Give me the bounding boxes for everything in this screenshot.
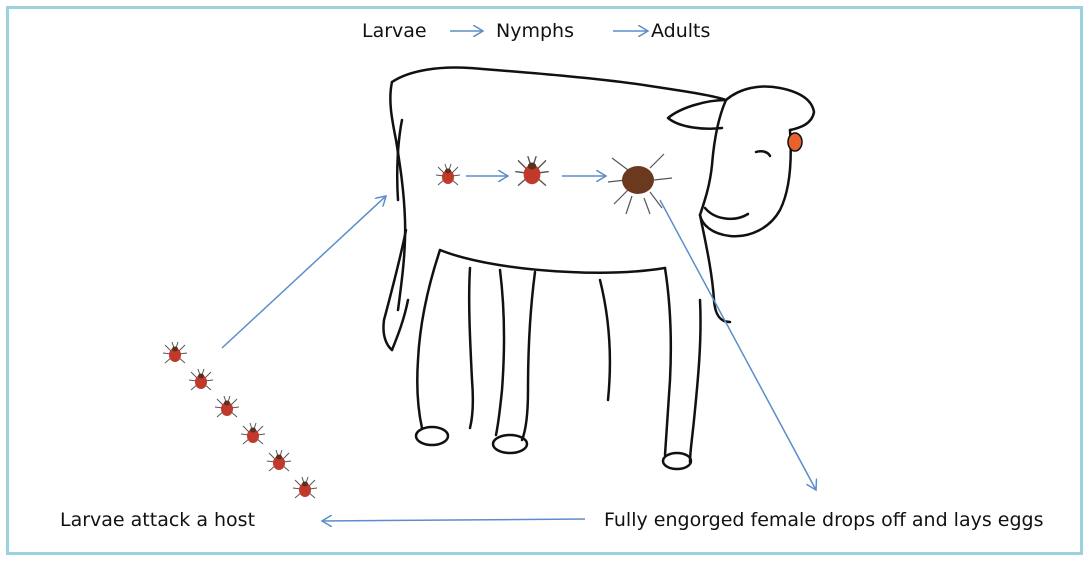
cow-icon: [383, 68, 814, 469]
tick-larva-icon: [436, 164, 460, 185]
stage-label-larvae: Larvae: [362, 22, 427, 41]
host-attack-caption: Larvae attack a host: [60, 511, 255, 530]
ground-larvae-group: [163, 342, 317, 498]
tick-larva-icon: [189, 369, 213, 390]
tick-larva-icon: [215, 396, 239, 417]
ear-tag-icon: [788, 133, 802, 151]
drop-off-caption: Fully engorged female drops off and lays…: [604, 511, 1044, 530]
stage-label-adults: Adults: [651, 22, 710, 41]
drop-off-arrow: [660, 200, 816, 490]
tick-larva-icon: [293, 477, 317, 498]
tick-larva-icon: [241, 423, 265, 444]
tick-larva-icon: [163, 342, 187, 363]
eggs-to-larvae-arrow: [322, 519, 585, 521]
tick-nymph-icon: [515, 156, 549, 185]
tick-larva-icon: [267, 450, 291, 471]
stage-label-nymphs: Nymphs: [496, 22, 574, 41]
larvae-to-host-arrow: [222, 196, 386, 348]
